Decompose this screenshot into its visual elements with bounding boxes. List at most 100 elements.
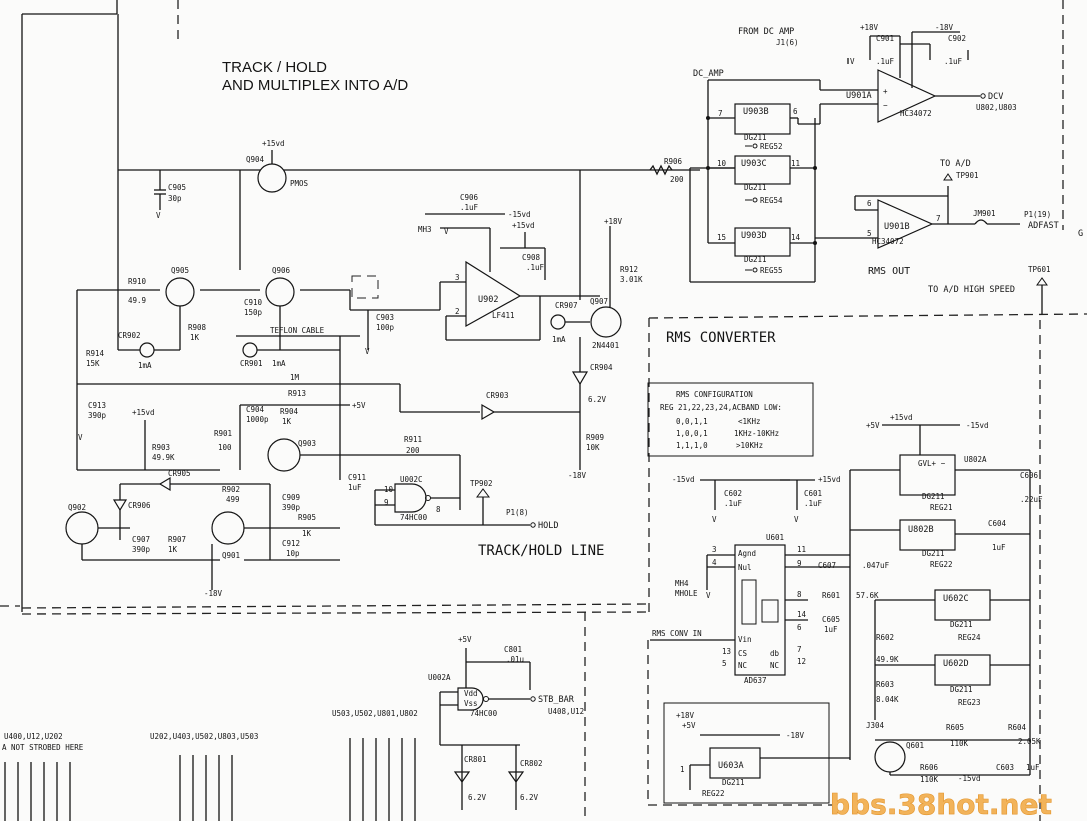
part-c605: C605 [822, 615, 840, 624]
net-bus1: U503,U502,U801,U802 [332, 709, 418, 718]
pin-label: NC [770, 661, 779, 670]
u603a-box [663, 702, 830, 804]
net-plus5v-u802a: +5V [866, 421, 880, 430]
opamp-u901b-type: HC34072 [872, 237, 904, 246]
chip-u903b-label: U903B [743, 107, 769, 117]
part-r605: R605 [946, 723, 964, 732]
part-cr905: CR905 [168, 469, 191, 478]
part-c903: C903 [376, 313, 394, 322]
pin-label: 1 [680, 765, 685, 774]
part-cr801-value: 6.2V [468, 793, 487, 802]
pin-label: Agnd [738, 549, 756, 558]
pin-label: 11 [791, 159, 800, 168]
rms-config-regs: REG 21,22,23,24,ACBAND LOW: [660, 403, 782, 412]
pin-label: 5 [867, 229, 872, 238]
chip-u802b [899, 519, 956, 551]
chip-u802a [899, 454, 956, 496]
pin-label: 3 [455, 273, 460, 282]
part-pmos: PMOS [290, 179, 309, 188]
part-cr902: CR902 [118, 331, 141, 340]
part-r902-value: 499 [226, 495, 240, 504]
pin-label: 9 [797, 559, 802, 568]
track-hold-section: Q904 PMOS +15vd C905 30p V Q905 Q906 R91… [65, 14, 700, 598]
pin-label: 9 [384, 498, 389, 507]
part-c910: C910 [244, 298, 263, 307]
part-c604-value: 1uF [992, 543, 1006, 552]
part-q902: Q902 [68, 503, 86, 512]
opamp-u901a-label: U901A [846, 91, 872, 101]
net-minus18v-q901: -18V [204, 589, 223, 598]
part-cr802-value: 6.2V [520, 793, 539, 802]
net-rms-conv-in: RMS CONV IN [652, 629, 702, 638]
part-c902: C902 [948, 34, 966, 43]
part-c906-value: .1uF [460, 203, 479, 212]
chip-u903d-type: DG211 [744, 255, 767, 264]
part-c909-value: 390p [282, 503, 301, 512]
rms-config-r1-range: <1KHz [738, 417, 761, 426]
rms-config-r2-bits: 1,0,0,1 [676, 429, 708, 438]
part-r602: R602 [876, 633, 894, 642]
net-plus18v-q907: +18V [604, 217, 623, 226]
chip-u602c [934, 589, 991, 621]
current-source-cr907 [550, 314, 566, 330]
chip-u903c-type: DG211 [744, 183, 767, 192]
title-track-hold-line: TRACK/HOLD LINE [478, 543, 604, 559]
part-r907-value: 1K [168, 545, 178, 554]
chip-u602c-label: U602C [943, 594, 969, 604]
dc-mux-section: U903B DG211 7 6 REG52 U903C DG211 10 11 … [689, 23, 1059, 314]
part-r910-value: 49.9 [128, 296, 146, 305]
part-c907-value: 390p [132, 545, 151, 554]
chip-u603a-type: DG211 [722, 778, 745, 787]
part-c913-value: 390p [88, 411, 107, 420]
part-c912: C912 [282, 539, 300, 548]
part-c903-value: 100p [376, 323, 395, 332]
net-mhole: MHOLE [675, 589, 698, 598]
transistor-q905 [165, 277, 195, 307]
part-c901: C901 [876, 34, 894, 43]
chip-u603a [709, 747, 761, 779]
tp901-marker [943, 173, 953, 181]
rms-config-r1-bits: 0,0,1,1 [676, 417, 708, 426]
net-adfast: ADFAST [1028, 221, 1059, 231]
net-reg23: REG23 [958, 698, 981, 707]
net-teflon-cable: TEFLON CABLE [270, 326, 325, 335]
gnd-label: V [850, 57, 855, 66]
part-r911-value: 200 [406, 446, 420, 455]
part-c801-value: .01u [506, 655, 524, 664]
part-q907-type: 2N4401 [592, 341, 619, 350]
pin-label: 11 [797, 545, 806, 554]
part-r604: R604 [1008, 723, 1027, 732]
chip-u602d [934, 654, 991, 686]
pin-label: + [883, 87, 888, 96]
title-rms-converter: RMS CONVERTER [666, 330, 776, 346]
part-cr904: CR904 [590, 363, 613, 372]
tp601-marker [1036, 277, 1048, 286]
part-r904: R904 [280, 407, 299, 416]
zener-cr904 [571, 371, 589, 386]
part-c605-value: 1uF [824, 625, 838, 634]
part-r604-value: 2.05K [1018, 737, 1041, 746]
transistor-q902 [65, 511, 99, 545]
part-r913-value: 1M [290, 373, 300, 382]
pin-label: 14 [791, 233, 801, 242]
net-reg52: REG52 [760, 142, 783, 151]
part-r910: R910 [128, 277, 147, 286]
pin-label: 3 [712, 545, 717, 554]
net-reg22-bottom: REG22 [702, 789, 725, 798]
part-r911: R911 [404, 435, 422, 444]
opamp-u901a-type: HC34072 [900, 109, 932, 118]
net-p1-8: P1(8) [506, 508, 529, 517]
opamp-u902 [465, 260, 522, 328]
part-c907: C907 [132, 535, 150, 544]
part-c909: C909 [282, 493, 300, 502]
net-bus3: U400,U12,U202 [4, 732, 63, 741]
net-dcv: DCV [988, 92, 1003, 102]
label-to-ad: TO A/D [940, 159, 971, 169]
gate-u002a [457, 687, 484, 711]
part-r605-value: 110K [950, 739, 969, 748]
part-c902-value: .1uF [944, 57, 963, 66]
part-c604: C604 [988, 519, 1007, 528]
part-r606-value: 110K [920, 775, 939, 784]
chip-u903c [734, 155, 791, 185]
